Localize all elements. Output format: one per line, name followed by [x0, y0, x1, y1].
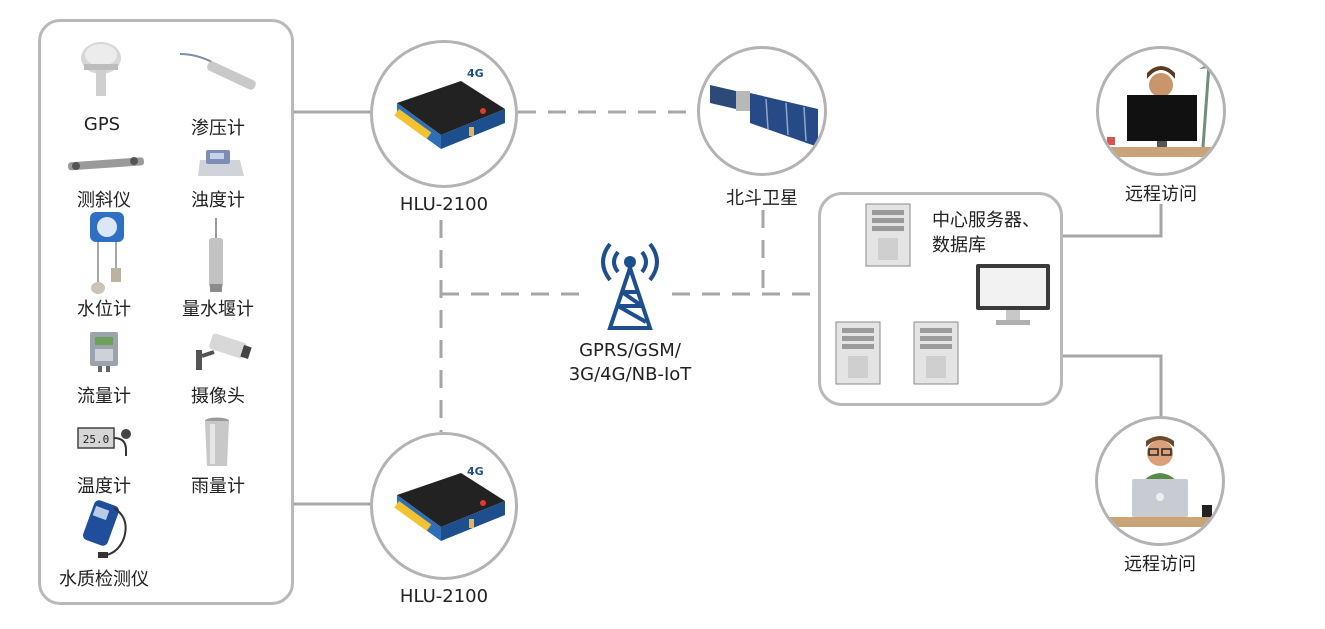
sensor-panel [38, 19, 294, 605]
network-label-line2: 3G/4G/NB-IoT [568, 364, 692, 385]
data-logger-icon [394, 473, 505, 541]
hlu-device-bottom: 4G [370, 432, 518, 580]
hlu-device-bottom-label: HLU-2100 [399, 586, 489, 607]
sensor-label-water-level: 水位计 [77, 299, 131, 320]
thermometer-icon: 25.0 [77, 427, 131, 456]
satellite-icon [710, 85, 818, 147]
camera-icon [196, 333, 252, 370]
remote-access-top-label: 远程访问 [1125, 184, 1197, 205]
server-label-line2: 数据库 [932, 235, 986, 256]
remote-access-bottom [1095, 416, 1225, 546]
water-quality-meter-icon [83, 500, 127, 558]
cell-tower-icon [601, 242, 659, 330]
rain-gauge-icon [205, 417, 229, 466]
hlu-device-top-label: HLU-2100 [399, 194, 489, 215]
laptop-user-icon [1106, 436, 1222, 527]
server-tower-icon [913, 321, 959, 385]
sensor-label-rain-gauge: 雨量计 [191, 476, 245, 497]
turbidity-meter-icon [198, 150, 244, 176]
sensor-label-turbidity: 浊度计 [191, 190, 245, 211]
piezometer-icon [179, 53, 256, 90]
satellite-label: 北斗卫星 [726, 188, 798, 209]
sensor-label-weir-meter: 量水堰计 [182, 299, 254, 320]
svg-text:25.0: 25.0 [83, 433, 110, 446]
sensor-label-water-quality: 水质检测仪 [59, 569, 149, 590]
sensor-label-camera: 摄像头 [191, 386, 245, 407]
monitor-icon [976, 264, 1050, 325]
4g-badge: 4G [467, 465, 484, 478]
water-level-gauge-icon [90, 212, 124, 294]
server-tower-icon [865, 203, 911, 267]
server-label-line1: 中心服务器、 [932, 210, 1040, 231]
server-tower-icon [835, 321, 881, 385]
network-label-line1: GPRS/GSM/ [579, 340, 681, 361]
flow-meter-icon [90, 332, 118, 372]
weir-meter-icon [209, 218, 223, 292]
satellite-node [697, 46, 827, 176]
remote-access-top [1096, 46, 1226, 176]
sensor-label-flow-meter: 流量计 [77, 386, 131, 407]
sensor-label-thermometer: 温度计 [77, 476, 131, 497]
remote-access-bottom-label: 远程访问 [1124, 554, 1196, 575]
inclinometer-icon [68, 157, 144, 171]
hlu-device-top: 4G [370, 40, 518, 188]
gps-antenna-icon [81, 42, 121, 96]
desktop-user-icon [1107, 59, 1223, 157]
sensor-label-piezometer: 渗压计 [191, 118, 245, 139]
sensor-label-inclinometer: 测斜仪 [77, 190, 131, 211]
sensor-label-gps: GPS [83, 114, 121, 135]
4g-badge: 4G [467, 67, 484, 80]
data-logger-icon [394, 81, 505, 149]
